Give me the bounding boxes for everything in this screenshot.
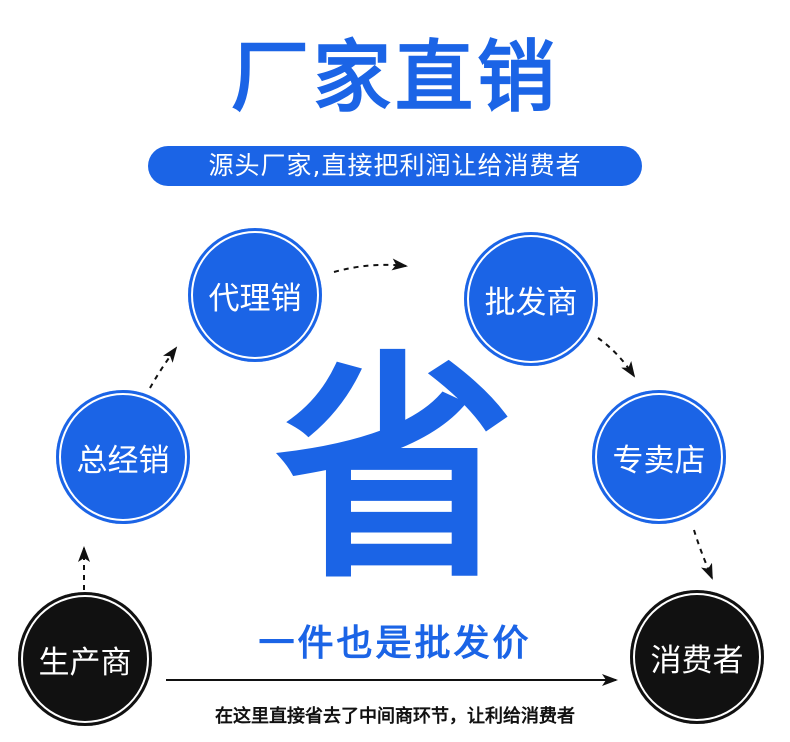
node-agent: 代理销 <box>188 228 322 362</box>
arrow-wholesaler-to-store <box>597 337 636 378</box>
node-wholesaler-label: 批发商 <box>484 284 578 321</box>
footer-note: 在这里直接省去了中间商环节，让利给消费者 <box>215 706 575 727</box>
node-manufacturer-label: 生产商 <box>38 644 132 681</box>
node-specialty-store: 专卖店 <box>592 390 726 524</box>
subtitle-banner: 源头厂家,直接把利润让给消费者 <box>148 146 642 186</box>
arrow-distributor-to-agent <box>149 346 178 389</box>
save-character: 省 <box>274 331 515 611</box>
arrow-store-to-consumer <box>693 529 713 580</box>
node-consumer: 消费者 <box>630 590 764 724</box>
node-specialty-store-label: 专卖店 <box>612 442 706 479</box>
arrow-agent-to-wholesaler <box>333 258 408 273</box>
node-general-distributor-label: 总经销 <box>76 442 170 479</box>
node-consumer-label: 消费者 <box>650 642 744 679</box>
node-agent-label: 代理销 <box>208 280 302 317</box>
page-title: 厂家直销 <box>230 33 559 123</box>
node-wholesaler: 批发商 <box>464 232 598 366</box>
slogan: 一件也是批发价 <box>258 623 532 664</box>
node-general-distributor: 总经销 <box>56 390 190 524</box>
node-manufacturer: 生产商 <box>18 592 152 726</box>
